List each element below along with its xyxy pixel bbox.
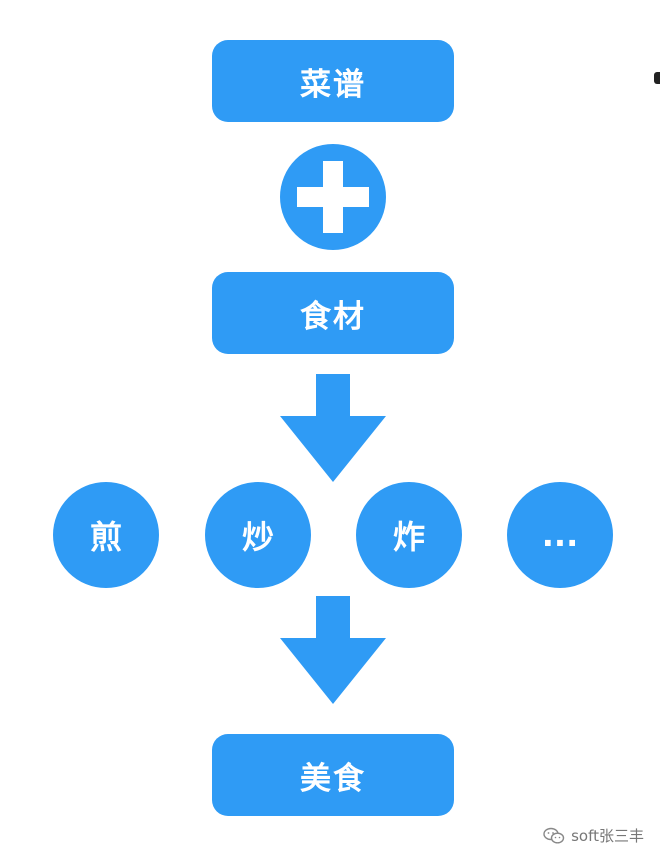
method-label: 煎: [89, 518, 122, 556]
method-label: ...: [541, 516, 579, 554]
method-label: 炸: [392, 518, 425, 556]
ingredients-label: 食材: [300, 298, 366, 335]
method-label: 炒: [241, 518, 274, 556]
ingredients-box: 食材: [212, 272, 454, 354]
wechat-icon: [543, 827, 565, 844]
method-circle-fry: 煎: [53, 482, 159, 588]
method-circle-stir-fry: 炒: [205, 482, 311, 588]
watermark-text: soft张三丰: [571, 827, 644, 845]
down-arrow-icon: [280, 596, 386, 704]
watermark: soft张三丰: [543, 825, 644, 846]
down-arrow-icon: [280, 374, 386, 482]
recipe-label: 菜谱: [300, 66, 366, 103]
recipe-box: 菜谱: [212, 40, 454, 122]
result-label: 美食: [300, 760, 366, 797]
edge-mark: [654, 72, 660, 84]
result-box: 美食: [212, 734, 454, 816]
method-circle-deep-fry: 炸: [356, 482, 462, 588]
plus-icon: [280, 144, 386, 250]
method-circle-more: ...: [507, 482, 613, 588]
